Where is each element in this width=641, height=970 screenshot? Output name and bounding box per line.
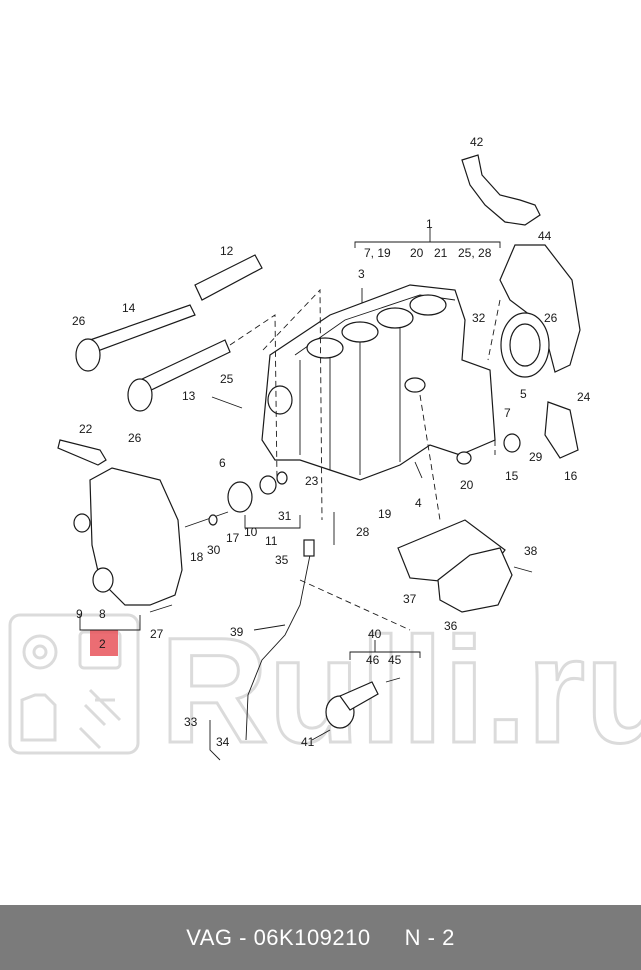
part-reference: VAG - 06K109210 bbox=[186, 924, 371, 950]
oil-bottle-icon bbox=[20, 693, 57, 742]
dipstick-handle bbox=[303, 539, 315, 557]
callout-30: 30 bbox=[207, 543, 221, 557]
callout-25: 25 bbox=[220, 372, 234, 386]
oil-pump-gear bbox=[184, 471, 288, 528]
callout-45: 45 bbox=[388, 653, 402, 667]
watermark: Rulli.ru bbox=[8, 605, 641, 776]
callout-38: 38 bbox=[524, 544, 538, 558]
diagram-code: N - 2 bbox=[404, 924, 455, 950]
callout-10: 10 bbox=[244, 525, 258, 539]
callout-40: 40 bbox=[368, 627, 382, 641]
footer-bar: VAG - 06K109210 N - 2 bbox=[0, 905, 641, 970]
callout-17: 17 bbox=[226, 531, 240, 545]
callout-26b: 26 bbox=[128, 431, 142, 445]
water-pump-housing bbox=[544, 401, 579, 459]
heat-shield bbox=[461, 154, 541, 226]
thermostat bbox=[503, 433, 521, 453]
callout-36: 36 bbox=[444, 619, 458, 633]
callout-26a: 26 bbox=[72, 314, 86, 328]
guide-tube bbox=[194, 254, 263, 301]
callout-26c: 26 bbox=[544, 311, 558, 325]
callout-44: 44 bbox=[538, 229, 552, 243]
callout-42: 42 bbox=[470, 135, 484, 149]
callout-34: 34 bbox=[216, 735, 230, 749]
callout-24: 24 bbox=[577, 390, 591, 404]
callout-8: 8 bbox=[99, 607, 106, 621]
gear-icon bbox=[22, 634, 58, 670]
callout-19: 19 bbox=[378, 507, 392, 521]
timing-cover bbox=[89, 467, 183, 606]
dipstick bbox=[245, 554, 311, 741]
callout-21: 21 bbox=[434, 246, 448, 260]
plug-20 bbox=[456, 451, 472, 465]
callout-20: 20 bbox=[410, 246, 424, 260]
crank-seal bbox=[92, 567, 114, 593]
sealant-tube bbox=[57, 439, 107, 466]
callout-11: 11 bbox=[265, 534, 278, 548]
callout-labels: 42 1 7, 19 20 21 25, 28 44 12 3 14 26 32… bbox=[72, 135, 591, 749]
callout-5: 5 bbox=[520, 387, 527, 401]
engine-block bbox=[261, 284, 496, 481]
callout-3: 3 bbox=[358, 267, 365, 281]
callout-33: 33 bbox=[184, 715, 198, 729]
callout-25-28: 25, 28 bbox=[458, 246, 492, 260]
callout-2: 2 bbox=[99, 637, 106, 651]
rear-seal bbox=[500, 312, 550, 378]
callout-22: 22 bbox=[79, 422, 93, 436]
callout-39: 39 bbox=[230, 625, 244, 639]
balance-shaft-upper bbox=[75, 304, 196, 372]
callout-9: 9 bbox=[76, 607, 83, 621]
rear-cover-plate bbox=[499, 244, 581, 373]
callout-46: 46 bbox=[366, 653, 380, 667]
oil-pan bbox=[437, 547, 513, 613]
callout-7: 7 bbox=[504, 406, 511, 420]
parts-diagram: Rulli.ru bbox=[8, 135, 641, 776]
highlight-part-2 bbox=[90, 630, 118, 656]
callout-4: 4 bbox=[415, 496, 422, 510]
callout-14: 14 bbox=[122, 301, 136, 315]
callout-23: 23 bbox=[305, 474, 319, 488]
callout-12: 12 bbox=[220, 244, 234, 258]
watermark-text: Rulli.ru bbox=[160, 606, 641, 774]
callout-13: 13 bbox=[182, 389, 196, 403]
shock-absorber-icon bbox=[78, 688, 122, 750]
callout-29: 29 bbox=[529, 450, 543, 464]
callout-37: 37 bbox=[403, 592, 417, 606]
callout-6: 6 bbox=[219, 456, 226, 470]
callout-20b: 20 bbox=[460, 478, 474, 492]
callout-16: 16 bbox=[564, 469, 578, 483]
callout-15: 15 bbox=[505, 469, 519, 483]
callout-7-19: 7, 19 bbox=[364, 246, 391, 260]
callout-27: 27 bbox=[150, 627, 164, 641]
callout-1: 1 bbox=[426, 217, 433, 231]
front-seal bbox=[73, 513, 91, 533]
callout-28: 28 bbox=[356, 525, 370, 539]
callout-31: 31 bbox=[278, 509, 292, 523]
oil-level-sensor bbox=[325, 677, 401, 729]
balance-shaft-lower bbox=[127, 339, 231, 412]
callout-32: 32 bbox=[472, 311, 486, 325]
callout-41: 41 bbox=[301, 735, 315, 749]
callout-35: 35 bbox=[275, 553, 289, 567]
callout-18: 18 bbox=[190, 550, 204, 564]
